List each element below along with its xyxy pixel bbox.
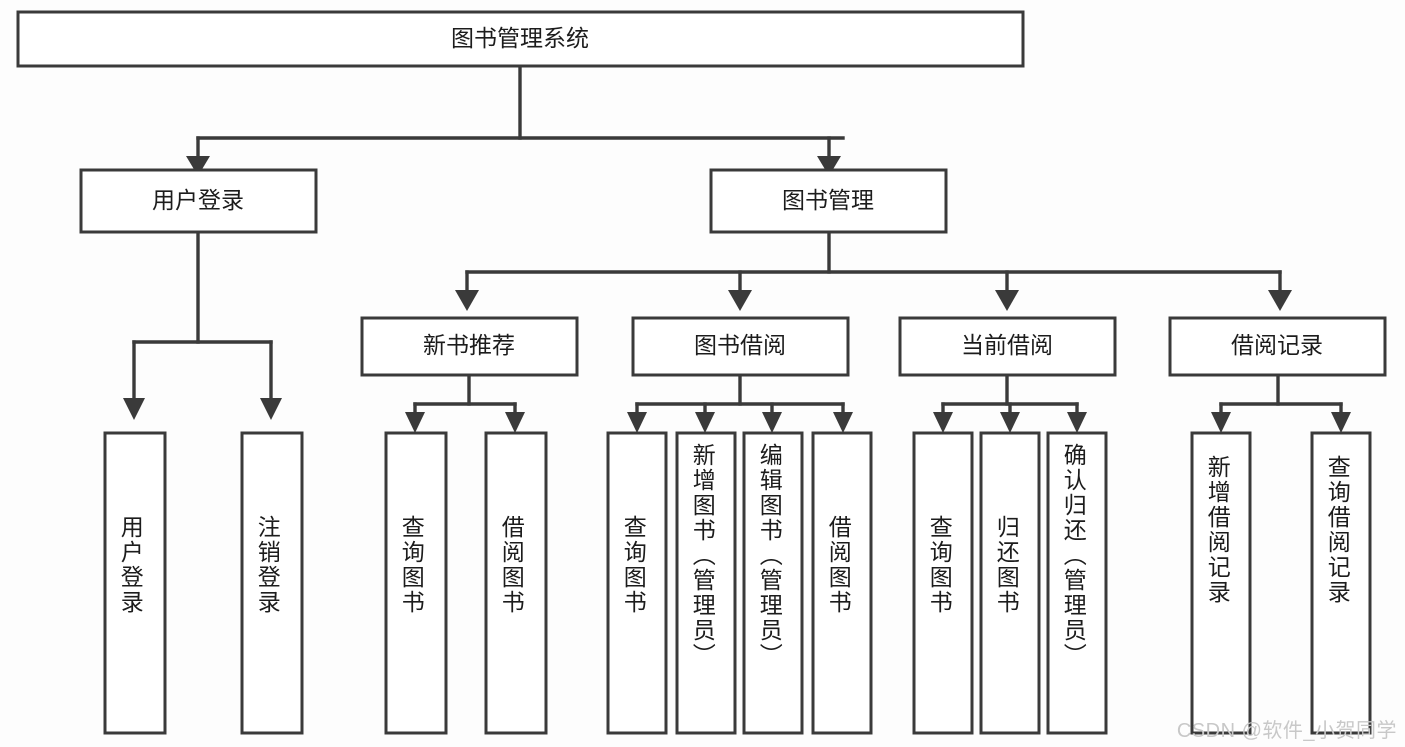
node-user-login-label: 用户登录 [152, 187, 244, 213]
node-new-book-recommend-box[interactable] [360, 316, 579, 377]
leaf-box-current-borrow-1[interactable] [979, 431, 1041, 735]
watermark-text: CSDN @软件_小贺同学 [1176, 720, 1397, 742]
leaf-box-book-borrow-1[interactable] [675, 431, 737, 735]
leaf-box-user-login-1[interactable] [240, 431, 304, 735]
node-new-book-recommend-label: 新书推荐 [423, 332, 515, 358]
connector-currentborrow-to-leaves [933, 373, 1087, 433]
connector-bookmgmt-to-level3 [455, 230, 1292, 311]
connector-newbook-to-leaves [405, 373, 525, 433]
node-book-management-box[interactable] [709, 168, 948, 234]
node-borrow-record-label: 借阅记录 [1231, 332, 1323, 358]
leaf-box-borrow-record-1[interactable] [1310, 431, 1372, 735]
node-book-borrow-label: 图书借阅 [694, 332, 786, 358]
leaf-box-book-borrow-0[interactable] [606, 431, 668, 735]
leaf-box-book-borrow-2[interactable] [742, 431, 804, 735]
node-book-borrow-box[interactable] [631, 316, 850, 377]
leaf-box-book-borrow-3[interactable] [811, 431, 873, 735]
node-user-login-box[interactable] [79, 168, 318, 234]
leaf-box-current-borrow-2[interactable] [1046, 431, 1108, 735]
connector-borrowrecord-to-leaves [1211, 373, 1351, 433]
node-borrow-record-box[interactable] [1168, 316, 1387, 377]
node-current-borrow-label: 当前借阅 [961, 332, 1053, 358]
leaf-box-new-book-1[interactable] [484, 431, 548, 735]
leaf-box-borrow-record-0[interactable] [1190, 431, 1252, 735]
connector-bookborrow-to-leaves [627, 373, 853, 433]
leaf-box-user-login-0[interactable] [103, 431, 167, 735]
connector-userlogin-to-leaves [123, 230, 282, 420]
leaf-box-current-borrow-0[interactable] [912, 431, 974, 735]
node-book-management-label: 图书管理 [782, 187, 874, 213]
leaf-box-new-book-0[interactable] [384, 431, 448, 735]
node-root-box[interactable] [16, 10, 1025, 68]
node-root-label: 图书管理系统 [451, 25, 589, 51]
connector-root-to-level2 [186, 64, 845, 176]
node-current-borrow-box[interactable] [898, 316, 1117, 377]
